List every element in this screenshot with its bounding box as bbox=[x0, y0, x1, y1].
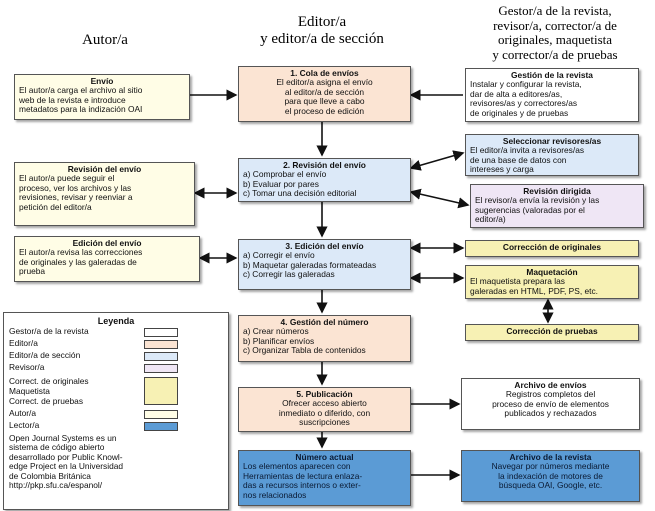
box-numero-actual: Número actual Los elementos aparecen con… bbox=[238, 450, 411, 506]
box-title: Edición del envío bbox=[72, 238, 142, 248]
box-gestion-revista: Gestión de la revista Instalar y configu… bbox=[465, 68, 639, 122]
legend-swatch bbox=[144, 352, 178, 361]
legend-title: Leyenda bbox=[97, 316, 135, 326]
arrow-revision-dirigida bbox=[409, 188, 470, 209]
box-archivo-revista: Archivo de la revista Navegar por número… bbox=[461, 450, 640, 502]
box-body: Registros completos del proceso de envío… bbox=[492, 389, 609, 419]
box-body: Los elementos aparecen con Herramientas … bbox=[243, 461, 363, 500]
box-edicion-envio: 3. Edición del envío a) Corregir el enví… bbox=[238, 239, 411, 290]
box-title: 1. Cola de envíos bbox=[290, 68, 359, 78]
legend-label: Editor/a de sección bbox=[9, 350, 81, 360]
legend-label: Autor/a bbox=[9, 408, 37, 418]
arrow-seleccionar-revision bbox=[409, 150, 465, 171]
box-title: 3. Edición del envío bbox=[285, 241, 364, 251]
box-revision-envio: 2. Revisión del envío a) Comprobar el en… bbox=[238, 158, 411, 202]
legend-swatch bbox=[144, 340, 178, 349]
box-title: Seleccionar revisores/as bbox=[502, 136, 602, 146]
legend-label: Editor/a bbox=[9, 338, 38, 348]
box-autor-revision: Revisión del envío El autor/a puede segu… bbox=[14, 162, 195, 226]
box-body: El autor/a revisa las correcciones de or… bbox=[19, 247, 143, 277]
box-body: El autor/a carga el archivo al sitio web… bbox=[19, 85, 143, 115]
box-body: Navegar por números mediante la indexaci… bbox=[491, 461, 610, 491]
box-title: Maquetación bbox=[526, 267, 578, 277]
box-seleccionar-revisores: Seleccionar revisores/as El editor/a inv… bbox=[465, 134, 639, 176]
legend-swatch bbox=[144, 364, 178, 373]
legend-item-editor: Editor/a bbox=[9, 338, 223, 350]
box-body: El autor/a puede seguir el proceso, ver … bbox=[19, 173, 133, 212]
box-body: El maquetista prepara las galeradas en H… bbox=[470, 276, 599, 296]
box-maquetacion: Maquetación El maquetista prepara las ga… bbox=[465, 265, 639, 299]
box-autor-envio: Envío El autor/a carga el archivo al sit… bbox=[14, 74, 190, 120]
box-title: Revisión dirigida bbox=[523, 186, 591, 196]
legend-swatch bbox=[144, 328, 178, 337]
box-correccion-originales: Corrección de originales bbox=[465, 240, 639, 257]
legend-item-gestor: Gestor/a de la revista bbox=[9, 326, 223, 338]
legend-label: Correct. de originales Maquetista Correc… bbox=[9, 376, 89, 406]
legend-note: Open Journal Systems es un sistema de có… bbox=[9, 433, 124, 491]
legend-label: Revisor/a bbox=[9, 362, 45, 372]
legend-item-lector: Lector/a bbox=[9, 420, 223, 432]
box-title: Número actual bbox=[295, 452, 354, 462]
legend: Leyenda Gestor/a de la revista Editor/a … bbox=[3, 312, 229, 510]
box-autor-edicion: Edición del envío El autor/a revisa las … bbox=[14, 236, 200, 282]
box-body: Instalar y configurar la revista, dar de… bbox=[470, 79, 582, 118]
legend-item-correct: Correct. de originales Maquetista Correc… bbox=[9, 374, 223, 408]
box-archivo-envios: Archivo de envíos Registros completos de… bbox=[461, 378, 640, 430]
box-body: El revisor/a envía la revisión y las sug… bbox=[475, 195, 600, 225]
box-title: 2. Revisión del envío bbox=[283, 160, 366, 170]
box-body: Ofrecer acceso abierto inmediato o difer… bbox=[278, 398, 371, 428]
box-publicacion: 5. Publicación Ofrecer acceso abierto in… bbox=[238, 387, 411, 432]
box-body: a) Comprobar el envío b) Evaluar por par… bbox=[243, 169, 357, 199]
legend-swatch bbox=[144, 422, 178, 431]
box-body: El editor/a asigna el envío al editor/a … bbox=[276, 77, 373, 116]
legend-swatch bbox=[144, 410, 178, 419]
header-gestor: Gestor/a de la revista, revisor/a, corre… bbox=[492, 3, 618, 62]
box-gestion-numero: 4. Gestión del número a) Crear números b… bbox=[238, 315, 411, 362]
box-title: 4. Gestión del número bbox=[280, 317, 369, 327]
legend-item-seccion: Editor/a de sección bbox=[9, 350, 223, 362]
box-title: 5. Publicación bbox=[296, 389, 353, 399]
box-cola-envios: 1. Cola de envíos El editor/a asigna el … bbox=[238, 66, 411, 122]
header-autor: Autor/a bbox=[82, 32, 128, 48]
box-title: Envío bbox=[90, 76, 114, 86]
legend-label: Gestor/a de la revista bbox=[9, 326, 89, 336]
box-revision-dirigida: Revisión dirigida El revisor/a envía la … bbox=[470, 184, 644, 228]
header-editor-line2: y editor/a de sección bbox=[260, 30, 384, 47]
box-body: El editor/a invita a revisores/as de una… bbox=[470, 145, 585, 175]
legend-swatch bbox=[144, 377, 178, 405]
box-title: Archivo de envíos bbox=[514, 380, 587, 390]
box-title: Corrección de originales bbox=[502, 242, 602, 252]
box-correccion-pruebas: Corrección de pruebas bbox=[465, 324, 639, 341]
box-title: Revisión del envío bbox=[67, 164, 142, 174]
box-body: a) Crear números b) Planificar envíos c)… bbox=[243, 326, 366, 356]
legend-item-revisor: Revisor/a bbox=[9, 362, 223, 374]
header-editor: Editor/a y editor/a de sección bbox=[232, 14, 412, 48]
box-title: Corrección de pruebas bbox=[506, 326, 598, 336]
header-editor-line1: Editor/a bbox=[297, 14, 347, 30]
box-title: Gestión de la revista bbox=[511, 70, 593, 80]
legend-label: Lector/a bbox=[9, 420, 40, 430]
box-title: Archivo de la revista bbox=[509, 452, 592, 462]
box-body: a) Corregir el envío b) Maquetar galerad… bbox=[243, 250, 377, 280]
legend-item-autor: Autor/a bbox=[9, 408, 223, 420]
